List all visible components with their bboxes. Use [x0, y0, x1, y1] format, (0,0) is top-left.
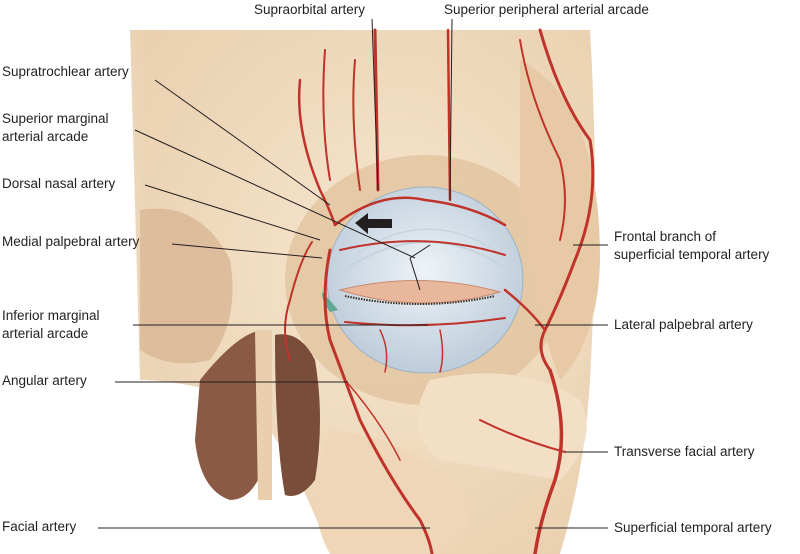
label-frontal-branch-line1: Frontal branch of	[614, 229, 717, 244]
label-frontal-branch-line2: superficial temporal artery	[614, 247, 770, 262]
arteries	[284, 28, 595, 554]
label-superior-marginal-arcade-line1: Superior marginal	[2, 111, 109, 126]
label-dorsal-nasal-artery: Dorsal nasal artery	[2, 176, 116, 191]
label-facial-artery: Facial artery	[2, 519, 77, 534]
label-angular-artery: Angular artery	[2, 373, 87, 388]
label-supraorbital-artery: Supraorbital artery	[254, 2, 366, 17]
label-superficial-temporal-artery: Superficial temporal artery	[614, 520, 772, 535]
direction-arrow-icon	[355, 213, 392, 234]
label-transverse-facial-artery: Transverse facial artery	[614, 444, 755, 459]
label-medial-palpebral-artery: Medial palpebral artery	[2, 234, 140, 249]
label-superior-peripheral-arcade: Superior peripheral arterial arcade	[444, 2, 649, 17]
leader-lines	[98, 18, 608, 529]
label-lateral-palpebral-artery: Lateral palpebral artery	[614, 317, 753, 332]
eyeball	[322, 186, 524, 374]
label-supratrochlear-artery: Supratrochlear artery	[2, 64, 129, 79]
label-inferior-marginal-arcade-line2: arterial arcade	[2, 326, 89, 341]
label-inferior-marginal-arcade-line1: Inferior marginal	[2, 308, 100, 323]
label-superior-marginal-arcade-line2: arterial arcade	[2, 129, 89, 144]
